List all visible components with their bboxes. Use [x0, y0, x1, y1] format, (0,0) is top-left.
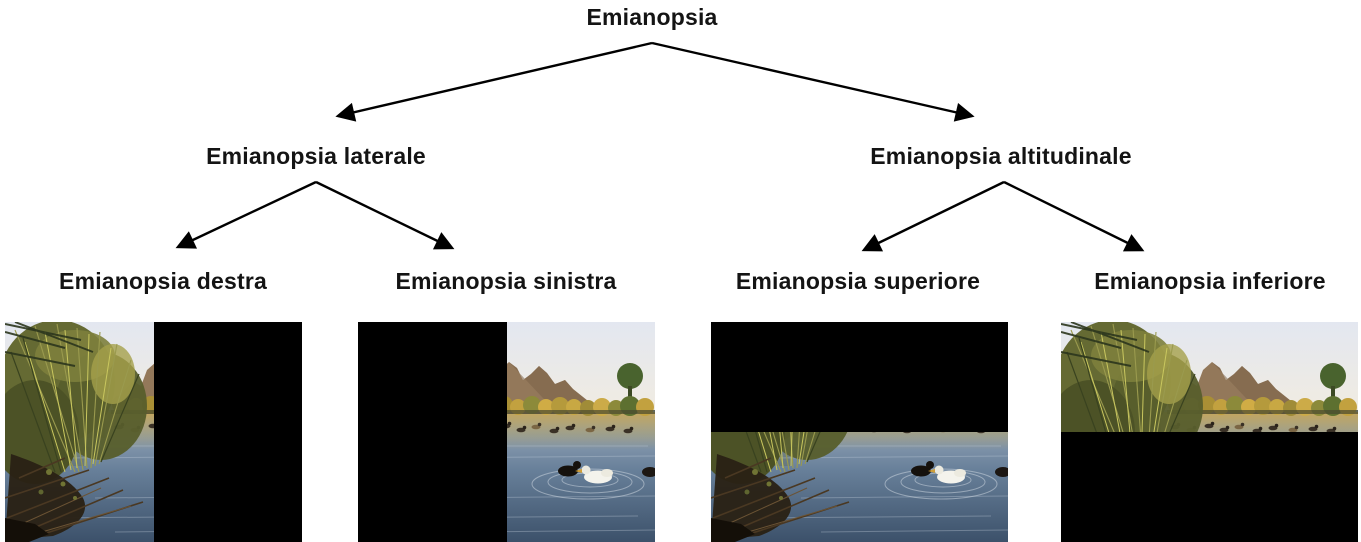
node-laterale: Emianopsia laterale — [206, 143, 426, 169]
blackout-left-half — [358, 322, 507, 542]
blackout-right-half — [153, 322, 302, 542]
edge-laterale-sinistra — [315, 180, 455, 250]
node-altitudinale: Emianopsia altitudinale — [870, 143, 1132, 169]
node-sinistra-label: Emianopsia sinistra — [395, 268, 617, 294]
edge-root-altitudinale — [651, 41, 975, 122]
node-inferiore-label: Emianopsia inferiore — [1094, 268, 1326, 294]
edge-laterale-destra — [175, 180, 317, 249]
node-root: Emianopsia — [586, 4, 718, 30]
blackout-top-half — [711, 322, 1008, 432]
node-destra-label: Emianopsia destra — [59, 268, 267, 294]
tree-connectors — [175, 41, 1145, 252]
photo-destra — [5, 322, 302, 542]
node-superiore-label: Emianopsia superiore — [735, 268, 981, 294]
blackout-bottom-half — [1061, 432, 1358, 542]
edge-root-laterale — [335, 41, 653, 122]
photo-superiore — [711, 322, 1008, 542]
photo-inferiore — [1061, 322, 1358, 542]
photo-sinistra — [358, 322, 655, 542]
edge-altitudinale-inferiore — [1003, 180, 1145, 252]
edge-altitudinale-superiore — [861, 180, 1005, 252]
